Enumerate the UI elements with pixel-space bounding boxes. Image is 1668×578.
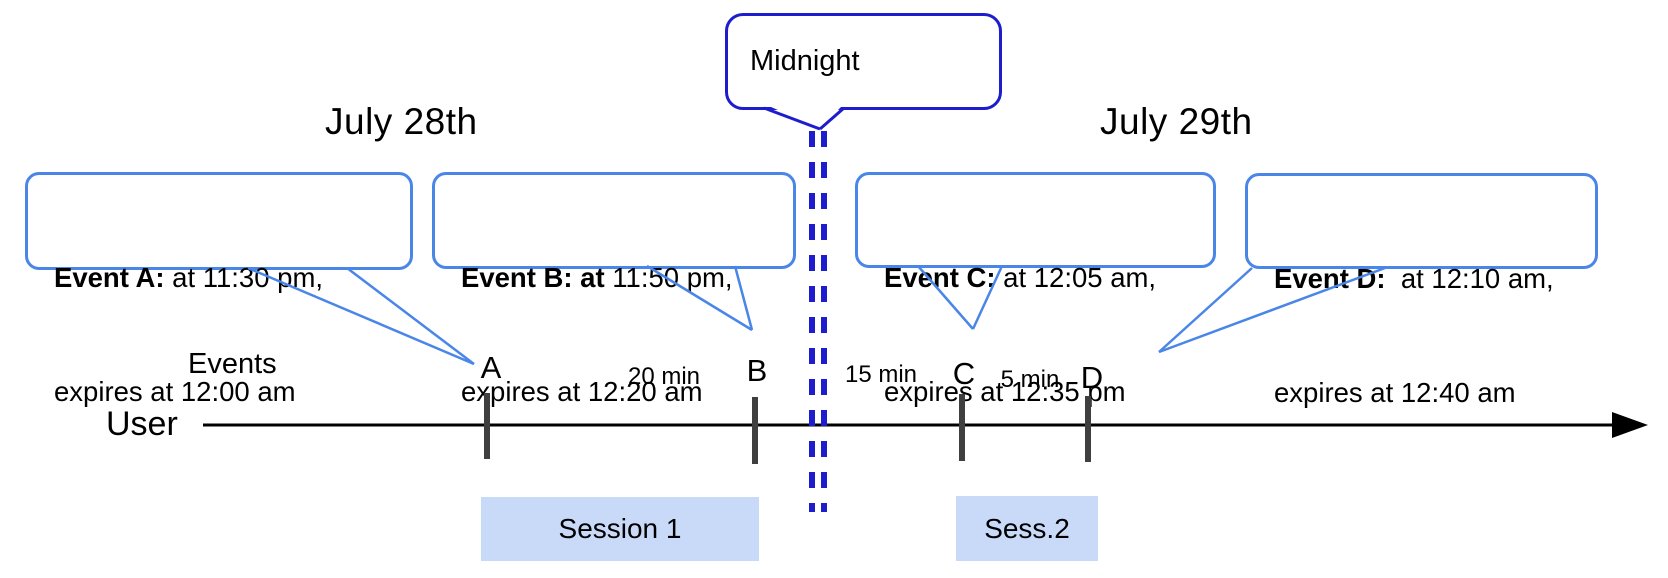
interval-label-15min: 15 min [844, 361, 918, 388]
interval-label-20min: 20 min [627, 363, 701, 390]
midnight-callout: Midnight [725, 13, 1002, 110]
midnight-tail-left-edge [763, 106, 821, 131]
midnight-label: Midnight [750, 45, 860, 77]
timeline-arrowhead-icon [1612, 412, 1648, 438]
session-2-label: Sess.2 [984, 512, 1070, 544]
user-axis-label: User [106, 405, 178, 443]
tick-label-b: B [746, 353, 768, 388]
event-c-line2: expires at 12:35 pm [884, 376, 1126, 407]
tick-label-a: A [480, 350, 502, 385]
event-d-line2: expires at 12:40 am [1274, 377, 1516, 408]
midnight-tail-right-edge [819, 106, 845, 131]
session-1-label: Session 1 [558, 513, 682, 544]
event-a-line1: Event A: at 11:30 pm, [54, 262, 324, 293]
events-axis-label: Events [188, 348, 277, 380]
event-callout-a: Event A: at 11:30 pm, expires at 12:00 a… [25, 172, 413, 407]
date-label-july-28: July 28th [325, 101, 478, 142]
date-label-july-29: July 29th [1100, 101, 1253, 142]
event-callout-b: Event B: at 11:50 pm, expires at 12:20 a… [432, 172, 796, 407]
tick-label-c: C [952, 356, 976, 391]
event-callout-c: Event C: at 12:05 am, expires at 12:35 p… [855, 172, 1216, 407]
event-a-line2: expires at 12:00 am [54, 376, 296, 407]
event-callout-d: Event D: at 12:10 am, expires at 12:40 a… [1245, 173, 1598, 408]
event-c-line1: Event C: at 12:05 am, [884, 262, 1157, 293]
event-b-line1: Event B: at 11:50 pm, [461, 262, 733, 293]
event-b-line2: expires at 12:20 am [461, 376, 703, 407]
interval-label-5min: 5 min [1000, 366, 1060, 393]
tick-label-d: D [1080, 360, 1104, 395]
session-1-box: Session 1 [481, 497, 759, 561]
event-d-line1: Event D: at 12:10 am, [1274, 263, 1554, 294]
session-2-box: Sess.2 [956, 496, 1098, 561]
